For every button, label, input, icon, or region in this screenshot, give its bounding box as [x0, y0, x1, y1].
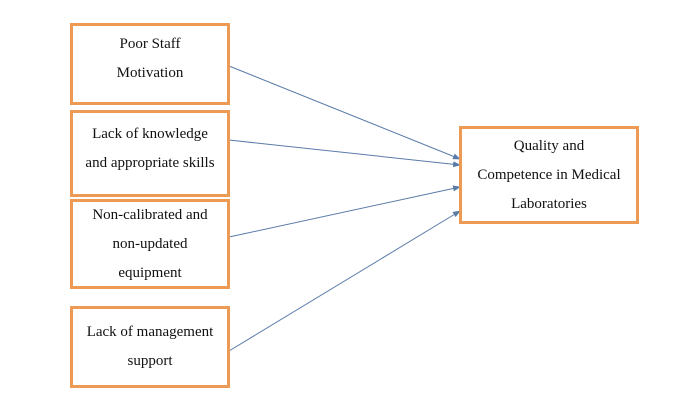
factor-box-staff-motivation: Poor Staff Motivation — [70, 23, 230, 105]
arrow-management-to-quality — [228, 210, 461, 352]
outcome-text: Quality and — [513, 137, 585, 154]
outcome-text: Competence in Medical — [477, 166, 621, 183]
arrow-equipment-to-quality — [228, 185, 461, 238]
factor-text: Motivation — [116, 65, 184, 81]
factor-text: and appropriate skills — [85, 154, 215, 171]
factor-text: Lack of knowledge — [92, 125, 208, 142]
factor-box-equipment: Non-calibrated and non-updated equipment — [70, 199, 230, 289]
arrow-knowledge-to-quality — [228, 139, 461, 168]
outcome-text: Laboratories — [511, 195, 587, 212]
factor-text: Lack of management — [86, 324, 214, 340]
factor-text: equipment — [118, 264, 182, 281]
factor-text: Non-calibrated and — [92, 206, 208, 223]
factor-box-management-support: Lack of management support — [70, 306, 230, 388]
outcome-box-quality-competence: Quality and Competence in Medical Labora… — [459, 126, 639, 224]
arrow-motivation-to-quality — [228, 65, 461, 160]
factor-box-knowledge-skills: Lack of knowledge and appropriate skills — [70, 110, 230, 197]
factor-text: support — [127, 353, 173, 369]
factor-text: Poor Staff — [119, 36, 181, 52]
factor-text: non-updated — [112, 235, 188, 252]
